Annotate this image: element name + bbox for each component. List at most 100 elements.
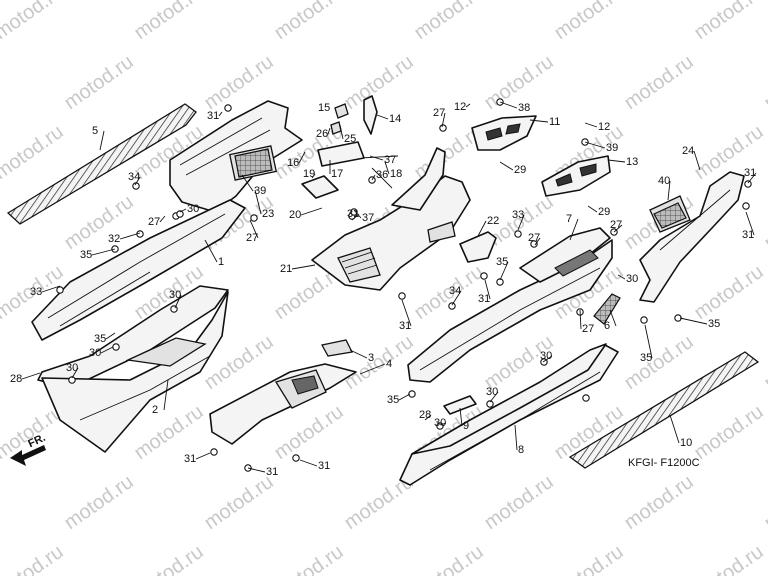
- callout-number: 35: [80, 249, 93, 261]
- callout-number: 7: [566, 213, 573, 225]
- leader-line: [484, 279, 491, 300]
- leader-line: [617, 274, 626, 280]
- bolt-icon: [112, 343, 120, 351]
- leader-line: [514, 424, 518, 451]
- callout-number: 19: [303, 168, 316, 180]
- part-trim-upper: [471, 115, 537, 151]
- part-trim-right: [541, 155, 611, 197]
- callout-number: 12: [598, 121, 611, 133]
- leader-line: [745, 211, 755, 236]
- callout-number: 1: [218, 256, 225, 268]
- callout-number: 27: [148, 216, 161, 228]
- leader-line: [195, 452, 211, 460]
- callout-number: 30: [169, 289, 182, 301]
- callout-number: 31: [318, 460, 331, 472]
- callout-number: 26: [316, 128, 329, 140]
- leader-line: [459, 407, 463, 427]
- callout-number: 27: [246, 232, 259, 244]
- part-inner-cover-right: [639, 171, 745, 303]
- leader-line: [613, 224, 623, 233]
- part-side-cover-right: [399, 343, 619, 486]
- bolt-icon: [742, 202, 750, 210]
- part-lid: [301, 141, 365, 199]
- callout-number: 14: [389, 113, 402, 125]
- leader-line: [587, 205, 598, 213]
- callout-number: 30: [540, 350, 553, 362]
- leader-line: [204, 239, 218, 263]
- callout-number: 16: [287, 157, 300, 169]
- part-floor-mat-right: [568, 351, 760, 469]
- leader-line: [465, 103, 471, 108]
- leader-line: [179, 208, 187, 213]
- leader-line: [499, 101, 518, 109]
- callout-number: 34: [449, 285, 462, 297]
- callout-number: 34: [128, 171, 141, 183]
- callout-number: 4: [386, 358, 393, 370]
- callout-number: 21: [280, 263, 293, 275]
- leader-line: [353, 209, 362, 219]
- bolt-icon: [250, 214, 258, 222]
- part-bracket: [459, 231, 497, 263]
- bolt-icon: [350, 208, 358, 216]
- leader-line: [679, 317, 708, 325]
- leader-line: [71, 367, 79, 379]
- callout-number: 28: [10, 373, 23, 385]
- callout-number: 30: [486, 386, 499, 398]
- bolt-icon: [176, 210, 184, 218]
- bolt-icon: [480, 272, 488, 280]
- part-step-floor-right: [407, 227, 613, 383]
- leader-line: [249, 219, 259, 239]
- leader-line: [159, 215, 166, 223]
- leader-line: [747, 172, 757, 184]
- part-inner-cover: [169, 100, 303, 213]
- leader-line: [99, 130, 105, 151]
- leader-line: [247, 467, 266, 473]
- callout-number: 33: [30, 286, 43, 298]
- part-battery-cover: [209, 339, 357, 445]
- callout-number: 9: [463, 420, 470, 432]
- leader-line: [311, 173, 316, 179]
- leader-line: [669, 414, 680, 444]
- leader-line: [119, 232, 141, 240]
- callout-number: 5: [92, 125, 99, 137]
- callout-number: 27: [582, 323, 595, 335]
- callout-number: 30: [626, 273, 639, 285]
- callout-number: 30: [66, 362, 79, 374]
- callout-number: 30: [434, 417, 447, 429]
- callout-number: 31: [184, 453, 197, 465]
- bolt-icon: [224, 104, 232, 112]
- leader-line: [105, 332, 116, 340]
- leader-line: [291, 264, 316, 270]
- leader-line: [534, 237, 541, 246]
- bolt-icon: [496, 278, 504, 286]
- leader-line: [542, 355, 553, 363]
- callout-number: 27: [528, 232, 541, 244]
- callout-number: 35: [496, 256, 509, 268]
- part-lock-hardware: [330, 95, 378, 135]
- bolt-icon: [292, 454, 300, 462]
- bolt-icon: [640, 316, 648, 324]
- leader-line: [499, 261, 509, 281]
- leader-line: [579, 309, 582, 330]
- leader-line: [91, 248, 116, 256]
- callout-number: 23: [262, 208, 275, 220]
- callout-number: 30: [89, 347, 102, 359]
- leader-line: [569, 218, 579, 241]
- leader-line: [644, 324, 653, 359]
- callout-number: 29: [514, 164, 527, 176]
- bolt-icon: [56, 286, 64, 294]
- callout-number: 37: [384, 154, 397, 166]
- callout-number: 3: [368, 352, 375, 364]
- leader-line: [327, 127, 331, 135]
- callout-number: 36: [376, 169, 389, 181]
- leader-line: [174, 294, 182, 309]
- callout-number: 31: [744, 167, 757, 179]
- callout-number: 35: [640, 352, 653, 364]
- leader-line: [398, 393, 411, 401]
- callout-number: 22: [487, 215, 500, 227]
- callout-number: 35: [387, 394, 400, 406]
- leader-line: [401, 299, 412, 327]
- leader-line: [298, 151, 306, 164]
- bolt-icon: [530, 240, 538, 248]
